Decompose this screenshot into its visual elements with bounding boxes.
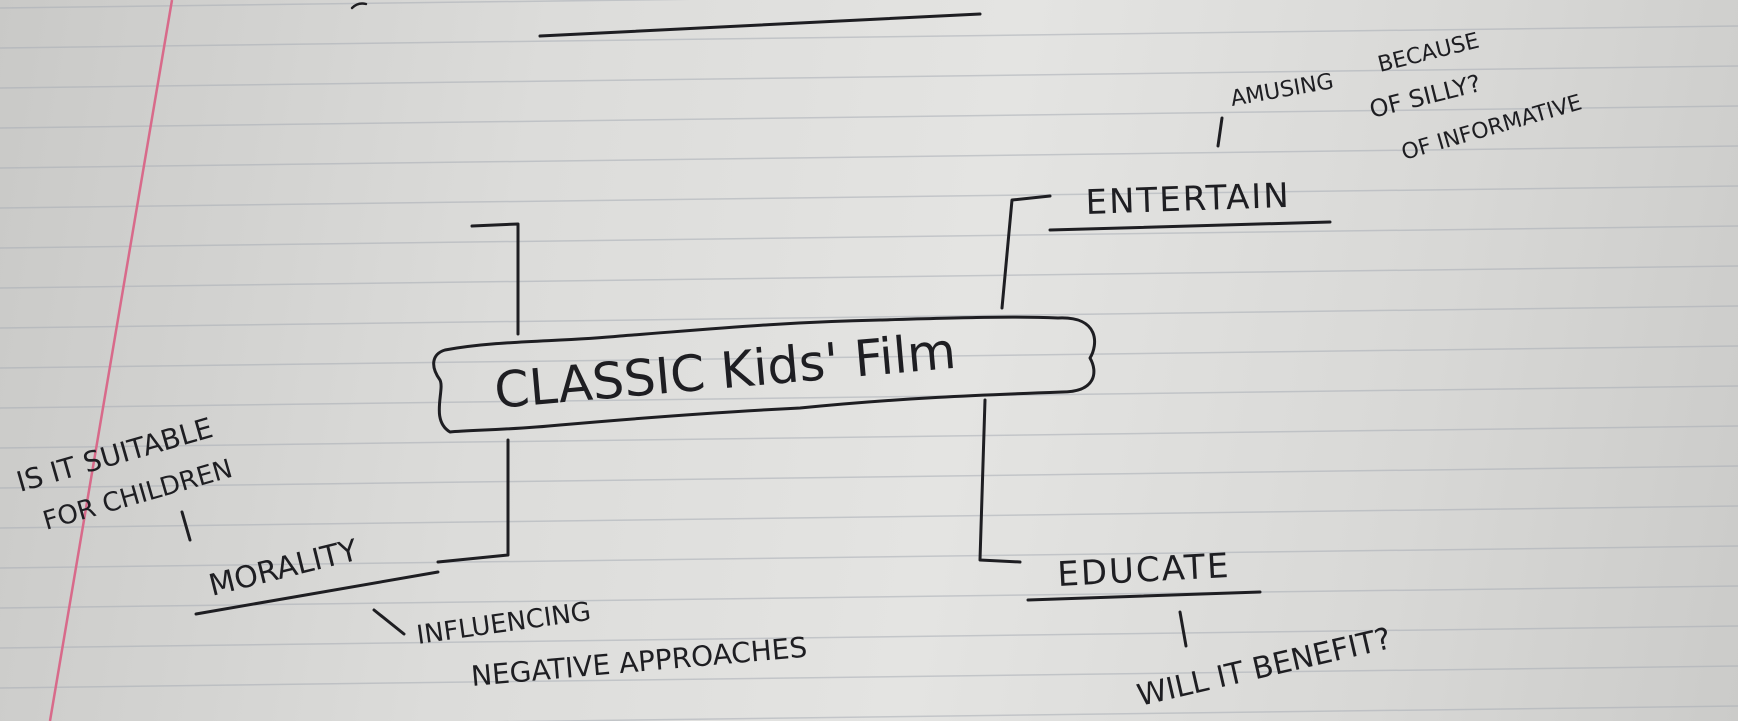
- educate-tick: [1178, 610, 1188, 648]
- morality-underline: [194, 570, 440, 616]
- entertain-tick: [1216, 116, 1224, 148]
- connector-entertain: [1000, 194, 1052, 310]
- educate-underline: [1026, 590, 1262, 602]
- connector-top-left: [470, 222, 520, 336]
- entertain-underline: [1048, 220, 1332, 232]
- central-box: [432, 315, 1097, 434]
- morality-tick-bottom: [372, 608, 406, 636]
- educate-note: WILL IT BENEFIT?: [1134, 621, 1395, 713]
- connector-educate: [978, 398, 1022, 564]
- top-scribble: [350, 2, 368, 10]
- educate-label: EDUCATE: [1056, 546, 1231, 595]
- entertain-note-amusing: AMUSING: [1229, 69, 1336, 112]
- entertain-note-silly: OF SILLY?: [1367, 69, 1484, 124]
- morality-label: MORALITY: [205, 533, 361, 604]
- morality-tick-top: [180, 510, 192, 542]
- connector-morality: [436, 438, 510, 564]
- entertain-label: ENTERTAIN: [1085, 176, 1291, 223]
- margin-line: [48, 0, 174, 721]
- morality-note-bottom-1: INFLUENCING: [415, 597, 593, 651]
- top-rule: [538, 12, 982, 38]
- central-label: CLASSIC Kids' Film: [492, 322, 958, 420]
